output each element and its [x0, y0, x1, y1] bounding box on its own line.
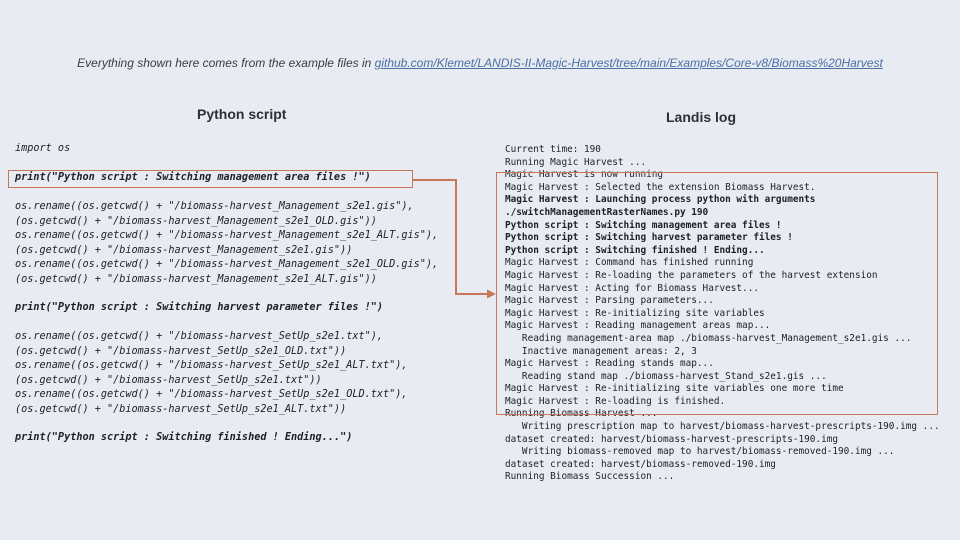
log-line: ./switchManagementRasterNames.py 190	[505, 206, 709, 218]
landis-log-title: Landis log	[666, 109, 736, 125]
arrow-head-icon	[487, 289, 496, 299]
log-line: Magic Harvest : Re-initializing site var…	[505, 307, 765, 319]
log-line: Magic Harvest : Command has finished run…	[505, 257, 754, 269]
log-line: Reading management-area map ./biomass-ha…	[505, 332, 912, 344]
python-script-title: Python script	[197, 106, 287, 122]
code-line-rename-4a: os.rename((os.getcwd() + "/biomass-harve…	[15, 331, 384, 342]
github-link[interactable]: github.com/Klemet/LANDIS-II-Magic-Harves…	[374, 56, 883, 70]
code-line-rename-3a: os.rename((os.getcwd() + "/biomass-harve…	[15, 259, 439, 271]
log-line: Magic Harvest : Reading management areas…	[505, 320, 771, 332]
log-line: Current time: 190	[505, 144, 601, 155]
log-line: Magic Harvest is now running	[505, 169, 664, 181]
log-line: Running Biomass Succession ...	[505, 471, 675, 483]
log-line: Python script : Switching management are…	[505, 219, 782, 231]
log-line: Python script : Switching finished ! End…	[505, 244, 765, 256]
code-line-rename-1b: (os.getcwd() + "/biomass-harvest_Managem…	[15, 215, 377, 227]
code-line-rename-3b: (os.getcwd() + "/biomass-harvest_Managem…	[15, 274, 377, 285]
source-note-text: Everything shown here comes from the exa…	[77, 56, 375, 70]
log-line: dataset created: harvest/biomass-removed…	[505, 458, 776, 470]
log-line: Magic Harvest : Acting for Biomass Harve…	[505, 282, 759, 294]
code-line-rename-5a: os.rename((os.getcwd() + "/biomass-harve…	[15, 360, 408, 372]
log-line: Magic Harvest : Launching process python…	[505, 194, 816, 206]
code-line-rename-6a: os.rename((os.getcwd() + "/biomass-harve…	[15, 389, 408, 401]
log-line: Writing prescription map to harvest/biom…	[505, 421, 940, 433]
code-line-rename-2a: os.rename((os.getcwd() + "/biomass-harve…	[15, 230, 439, 242]
log-line: Magic Harvest : Re-initializing site var…	[505, 383, 844, 395]
code-line-rename-5b: (os.getcwd() + "/biomass-harvest_SetUp_s…	[15, 374, 322, 386]
log-highlight-box	[496, 172, 938, 415]
log-line: Magic Harvest : Reading stands map...	[505, 358, 714, 370]
log-line: Running Biomass Harvest ...	[505, 408, 658, 420]
log-line: dataset created: harvest/biomass-harvest…	[505, 433, 839, 445]
log-line: Writing biomass-removed map to harvest/b…	[505, 446, 895, 458]
log-line: Inactive management areas: 2, 3	[505, 345, 697, 357]
code-line-print-finished: print("Python script : Switching finishe…	[15, 432, 353, 443]
code-line-print-management: print("Python script : Switching managem…	[15, 172, 371, 183]
code-line-rename-4b: (os.getcwd() + "/biomass-harvest_SetUp_s…	[15, 345, 347, 357]
log-line: Running Magic Harvest ...	[505, 156, 647, 168]
code-line-rename-1a: os.rename((os.getcwd() + "/biomass-harve…	[15, 201, 414, 212]
log-line: Magic Harvest : Re-loading the parameter…	[505, 269, 878, 281]
source-note: Everything shown here comes from the exa…	[0, 56, 960, 70]
log-line: Reading stand map ./biomass-harvest_Stan…	[505, 370, 827, 382]
log-line: Magic Harvest : Re-loading is finished.	[505, 395, 726, 407]
log-line: Magic Harvest : Parsing parameters...	[505, 295, 714, 307]
code-line-rename-2b: (os.getcwd() + "/biomass-harvest_Managem…	[15, 244, 353, 256]
code-line-import: import os	[15, 143, 71, 154]
log-line: Magic Harvest : Selected the extension B…	[505, 181, 816, 193]
code-line-print-harvest: print("Python script : Switching harvest…	[15, 302, 384, 313]
log-line: Python script : Switching harvest parame…	[505, 232, 793, 244]
code-line-rename-6b: (os.getcwd() + "/biomass-harvest_SetUp_s…	[15, 404, 347, 415]
